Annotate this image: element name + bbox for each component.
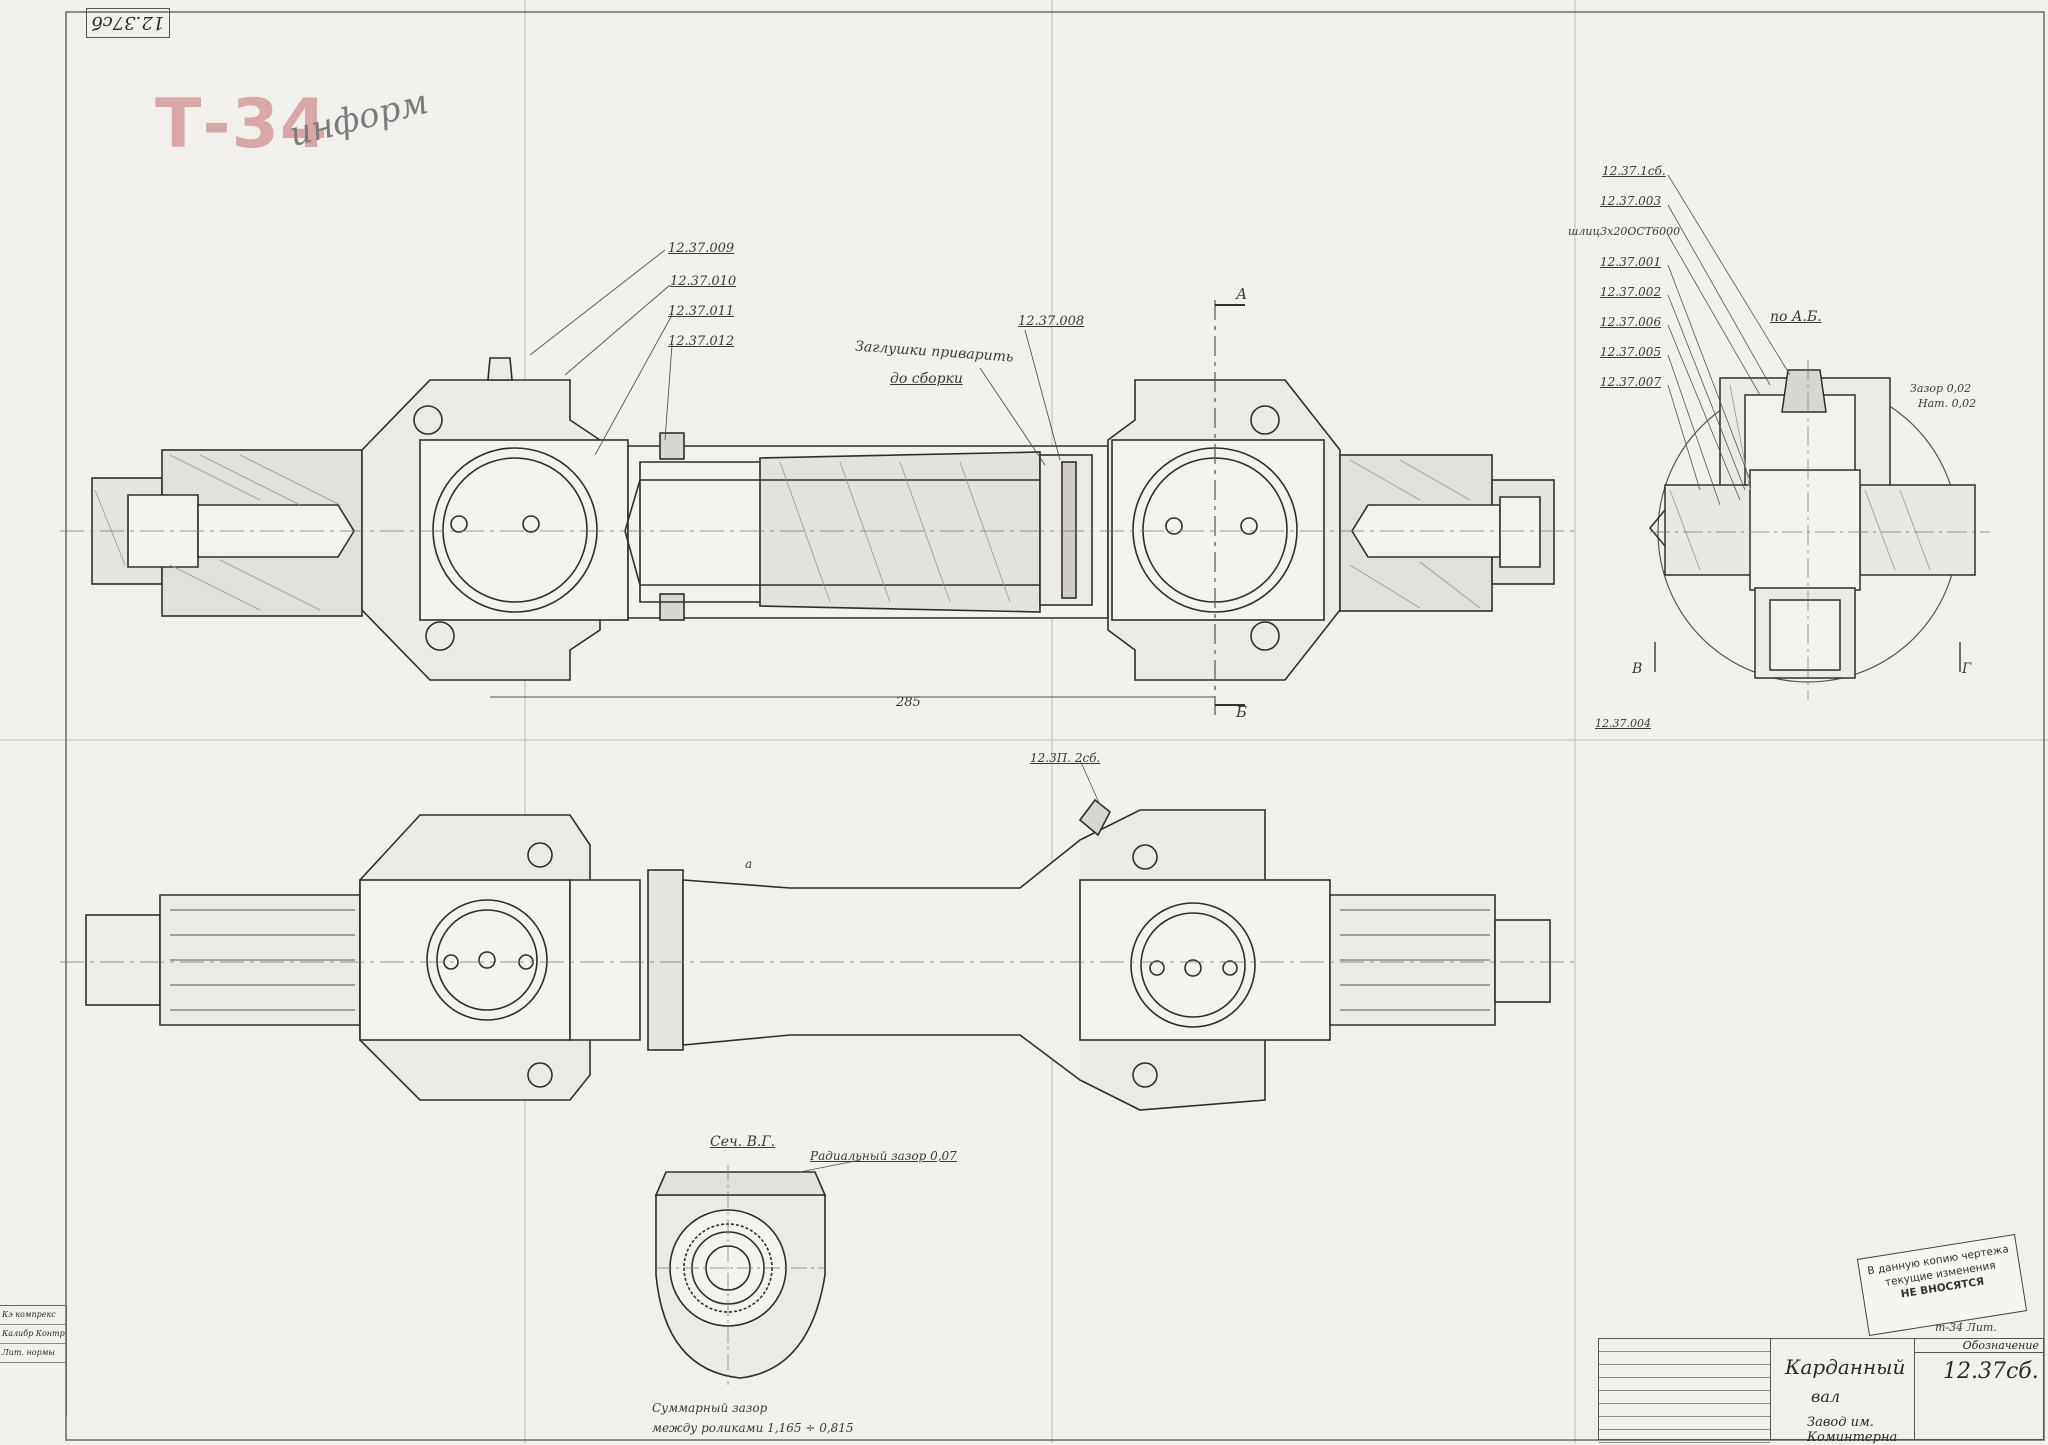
section-mark-a: А bbox=[1236, 285, 1248, 303]
callout-12-37-008: 12.37.008 bbox=[1018, 314, 1085, 329]
note-before-assembly: до сборки bbox=[890, 371, 963, 387]
designation-label: Обозначение bbox=[1915, 1339, 2043, 1353]
section-vg-title: Сеч. В.Г. bbox=[710, 1134, 776, 1150]
sheet-code-corner: 12.37сб bbox=[86, 8, 170, 38]
bottom-callout: 12.3П. 2сб. bbox=[1030, 751, 1101, 765]
drawing-name: Карданный bbox=[1785, 1355, 1906, 1379]
title-block-note: т-34 Лит. bbox=[1935, 1321, 1997, 1334]
sum-gap-note: Суммарный зазор bbox=[652, 1401, 768, 1415]
title-block-name-cell: Карданный вал Завод им. Коминтерна bbox=[1771, 1339, 1915, 1445]
callout-12-37-012: 12.37.012 bbox=[668, 334, 735, 349]
detail-view-title: по А.Б. bbox=[1770, 309, 1822, 325]
bottom-exterior-view bbox=[60, 759, 1580, 1111]
dimension-285: 285 bbox=[896, 695, 921, 710]
detail-callout-12-37-006: 12.37.006 bbox=[1600, 315, 1662, 329]
right-shaft-stub bbox=[1339, 454, 1555, 612]
detail-callout-12-37-002: 12.37.002 bbox=[1600, 285, 1662, 299]
callout-12-37-011: 12.37.011 bbox=[668, 304, 735, 319]
detail-callout-12-37-1sb: 12.37.1сб. bbox=[1602, 164, 1666, 178]
left-margin-strip: Кэ компрекс Калибр Контр Лит. нормы bbox=[0, 1305, 67, 1416]
t34-inform-logo: Т-34 информ bbox=[155, 82, 495, 175]
title-block: Карданный вал Завод им. Коминтерна Обозн… bbox=[1598, 1338, 2044, 1445]
detail-callout-spline: шлиц3х20ОСТ6000 bbox=[1568, 225, 1681, 238]
section-vg-bearing bbox=[654, 1159, 861, 1385]
detail-interference-note: Нат. 0,02 bbox=[1918, 397, 1977, 410]
drawing-name-2: вал bbox=[1811, 1387, 1841, 1406]
left-strip-row-1: Кэ компрекс bbox=[0, 1306, 66, 1325]
radial-gap-note: Радиальный зазор 0,07 bbox=[810, 1149, 957, 1163]
left-strip-row-2: Калибр Контр bbox=[0, 1325, 66, 1344]
detail-mark-g: Г bbox=[1962, 661, 1972, 677]
callout-12-37-009: 12.37.009 bbox=[668, 241, 735, 256]
detail-view-ab bbox=[1649, 174, 1990, 700]
top-section-view bbox=[60, 249, 1580, 715]
title-block-revision-grid bbox=[1599, 1339, 1771, 1443]
right-yoke bbox=[1107, 379, 1341, 681]
section-mark-b: Б bbox=[1236, 703, 1248, 721]
designation-number: 12.37сб. bbox=[1943, 1359, 2039, 1384]
left-strip-row-3: Лит. нормы bbox=[0, 1344, 66, 1363]
left-shaft-stub bbox=[91, 449, 363, 617]
center-slip-tube bbox=[624, 432, 1109, 621]
sum-gap-rollers: между роликами 1,165 ÷ 0,815 bbox=[652, 1421, 854, 1435]
left-yoke bbox=[361, 357, 629, 681]
detail-mark-v: В bbox=[1632, 661, 1643, 677]
detail-gap-note: Зазор 0,02 bbox=[1910, 382, 1972, 395]
detail-callout-12-37-007: 12.37.007 bbox=[1600, 375, 1662, 389]
sheet-frame bbox=[65, 11, 2045, 1441]
callout-12-37-010: 12.37.010 bbox=[670, 274, 737, 289]
detail-callout-12-37-001: 12.37.001 bbox=[1600, 255, 1662, 269]
detail-callout-12-37-004: 12.37.004 bbox=[1595, 717, 1651, 730]
bottom-mark-a: а bbox=[745, 857, 753, 871]
detail-callout-12-37-005: 12.37.005 bbox=[1600, 345, 1662, 359]
factory-name: Завод им. Коминтерна bbox=[1807, 1415, 1898, 1445]
logo-main-text: Т-34 bbox=[155, 85, 329, 164]
title-block-designation-cell: Обозначение 12.37сб. bbox=[1915, 1339, 2043, 1439]
detail-callout-12-37-003: 12.37.003 bbox=[1600, 194, 1662, 208]
